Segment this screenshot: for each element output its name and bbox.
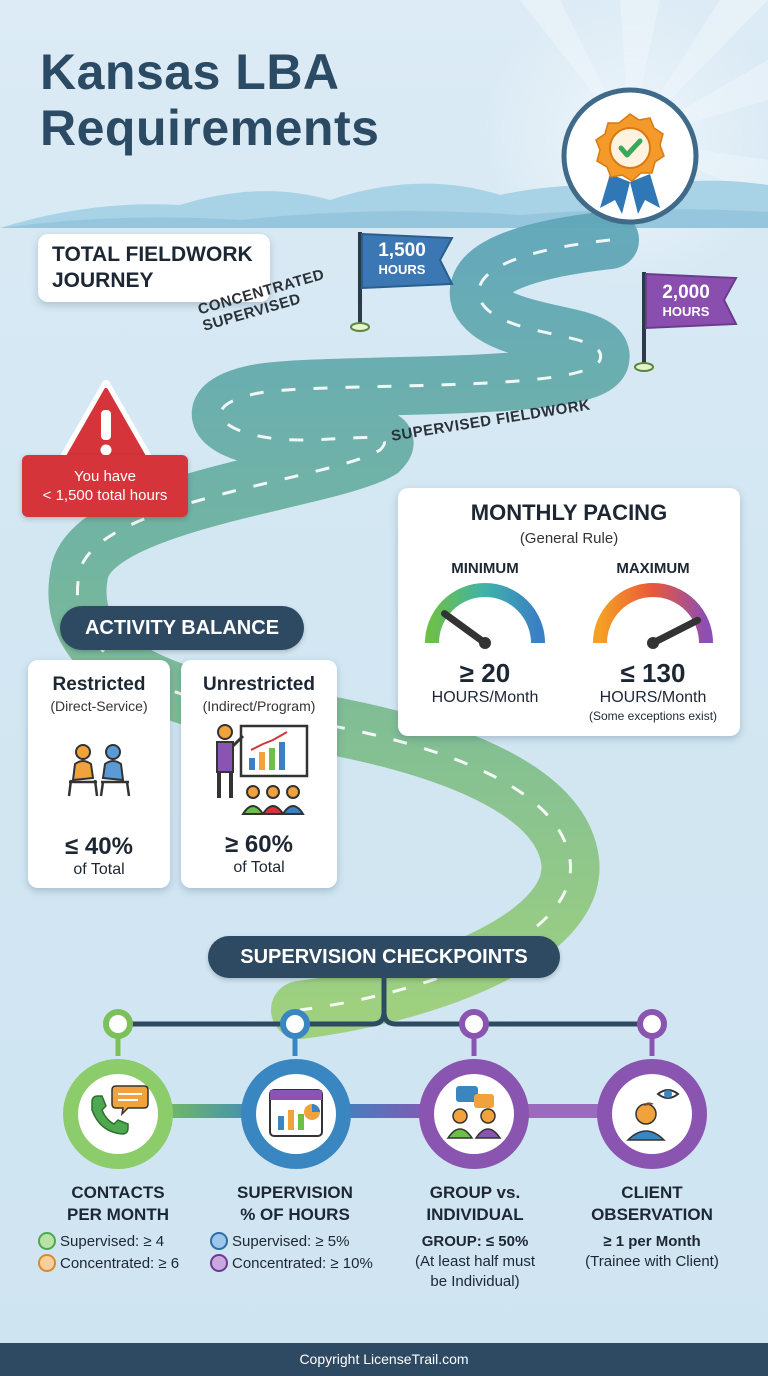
maximum-unit: HOURS/Month: [599, 689, 707, 706]
observation-line2: (Trainee with Client): [585, 1253, 719, 1270]
restricted-title: Restricted: [52, 674, 146, 695]
checkpoint-connectors: [103, 976, 667, 1056]
pacing-title: MONTHLY PACING: [470, 500, 668, 525]
maximum-label: MAXIMUM: [616, 560, 690, 577]
maximum-note: (Some exceptions exist): [588, 709, 718, 723]
checkpoint-observation: CLIENT OBSERVATION ≥ 1 per Month (Traine…: [572, 1182, 732, 1272]
restricted-card: Restricted (Direct-Service) ≤ 40% of Tot…: [28, 660, 170, 888]
percent-title2: % OF HOURS: [240, 1205, 350, 1224]
supervised-person-icon: [210, 1232, 228, 1250]
warning-line1: You have: [73, 468, 136, 485]
gauge-icon: [593, 583, 713, 649]
group-line3: be Individual): [430, 1273, 520, 1290]
restricted-subtitle: (Direct-Service): [50, 698, 148, 714]
checkpoint-percent: SUPERVISION % OF HOURS Supervised: ≥ 5% …: [210, 1182, 380, 1272]
pacing-subtitle: (General Rule): [519, 530, 619, 547]
award-badge-icon: [561, 87, 699, 225]
flag-icon: [350, 232, 454, 332]
observation-eye-icon: [597, 1059, 707, 1169]
concentrated-person-icon: [210, 1254, 228, 1272]
contacts-title1: CONTACTS: [71, 1183, 165, 1202]
unrestricted-of: of Total: [233, 859, 285, 876]
pacing-maximum: MAXIMUM ≤ 130 HOURS/Month (Some exceptio…: [568, 560, 738, 723]
percent-line1: Supervised: ≥ 5%: [232, 1232, 350, 1250]
unrestricted-value: ≥ 60%: [225, 831, 293, 858]
gauge-needle-max: [649, 616, 702, 647]
group-chat-icon: [419, 1059, 529, 1169]
journey-label-text: TOTAL FIELDWORK JOURNEY: [52, 243, 253, 292]
observation-title1: CLIENT: [621, 1183, 683, 1202]
total-fieldwork-journey-label: TOTAL FIELDWORK JOURNEY: [38, 234, 270, 302]
unrestricted-subtitle: (Indirect/Program): [202, 698, 316, 714]
minimum-value: ≥ 20: [459, 658, 511, 688]
supervised-person-icon: [38, 1232, 56, 1250]
unrestricted-title: Unrestricted: [203, 674, 315, 695]
observation-line1: ≥ 1 per Month: [603, 1233, 701, 1250]
pacing-minimum: MINIMUM ≥ 20 HOURS/Month: [400, 560, 570, 707]
concentrated-person-icon: [38, 1254, 56, 1272]
maximum-value: ≤ 130: [620, 658, 686, 688]
flag1-amount: 1,500: [378, 240, 426, 261]
flag1-unit: HOURS: [378, 262, 426, 277]
phone-chat-icon: [63, 1059, 173, 1169]
checkpoint-group: GROUP vs. INDIVIDUAL GROUP: ≤ 50% (At le…: [398, 1182, 552, 1292]
group-line1: GROUP: ≤ 50%: [421, 1233, 529, 1250]
minimum-label: MINIMUM: [451, 560, 519, 577]
presentation-icon: [216, 724, 309, 815]
percent-title1: SUPERVISION: [237, 1183, 353, 1202]
percent-line2: Concentrated: ≥ 10%: [232, 1254, 373, 1272]
minimum-unit: HOURS/Month: [431, 689, 539, 706]
observation-title2: OBSERVATION: [591, 1205, 713, 1224]
checkpoint-contacts: CONTACTS PER MONTH Supervised: ≥ 4 Conce…: [38, 1182, 198, 1272]
consultation-icon: [67, 744, 131, 797]
flag-icon: [634, 272, 738, 372]
monthly-pacing-card: MONTHLY PACING (General Rule) MINIMUM ≥ …: [398, 488, 740, 736]
group-title2: INDIVIDUAL: [426, 1205, 524, 1224]
contacts-title2: PER MONTH: [67, 1205, 169, 1224]
band-2: [330, 1104, 440, 1118]
group-line2: (At least half must: [414, 1253, 536, 1270]
footer-copyright: Copyright LicenseTrail.com: [0, 1343, 768, 1376]
band-1: [150, 1104, 270, 1118]
flag2-amount: 2,000: [662, 282, 710, 303]
contacts-line1: Supervised: ≥ 4: [60, 1232, 165, 1250]
flag2-unit: HOURS: [662, 304, 710, 319]
gauge-icon: [425, 583, 545, 649]
contacts-line2: Concentrated: ≥ 6: [60, 1254, 180, 1272]
restricted-of: of Total: [73, 861, 125, 878]
page-title: Kansas LBA Requirements: [40, 44, 380, 156]
unrestricted-card: Unrestricted (Indirect/Program) ≥ 60% of…: [181, 660, 337, 888]
band-3: [510, 1104, 620, 1118]
warning-banner: You have < 1,500 total hours: [22, 455, 188, 517]
activity-balance-heading: ACTIVITY BALANCE: [60, 606, 304, 650]
flag-2000-label: 2,000 HOURS: [646, 282, 726, 319]
warning-line2: < 1,500 total hours: [42, 487, 168, 504]
group-title1: GROUP vs.: [429, 1183, 521, 1202]
calendar-chart-icon: [241, 1059, 351, 1169]
restricted-value: ≤ 40%: [65, 833, 133, 860]
gauge-needle-min: [441, 610, 489, 647]
flag-1500-label: 1,500 HOURS: [362, 240, 442, 277]
supervision-checkpoints-heading: SUPERVISION CHECKPOINTS: [208, 936, 560, 978]
